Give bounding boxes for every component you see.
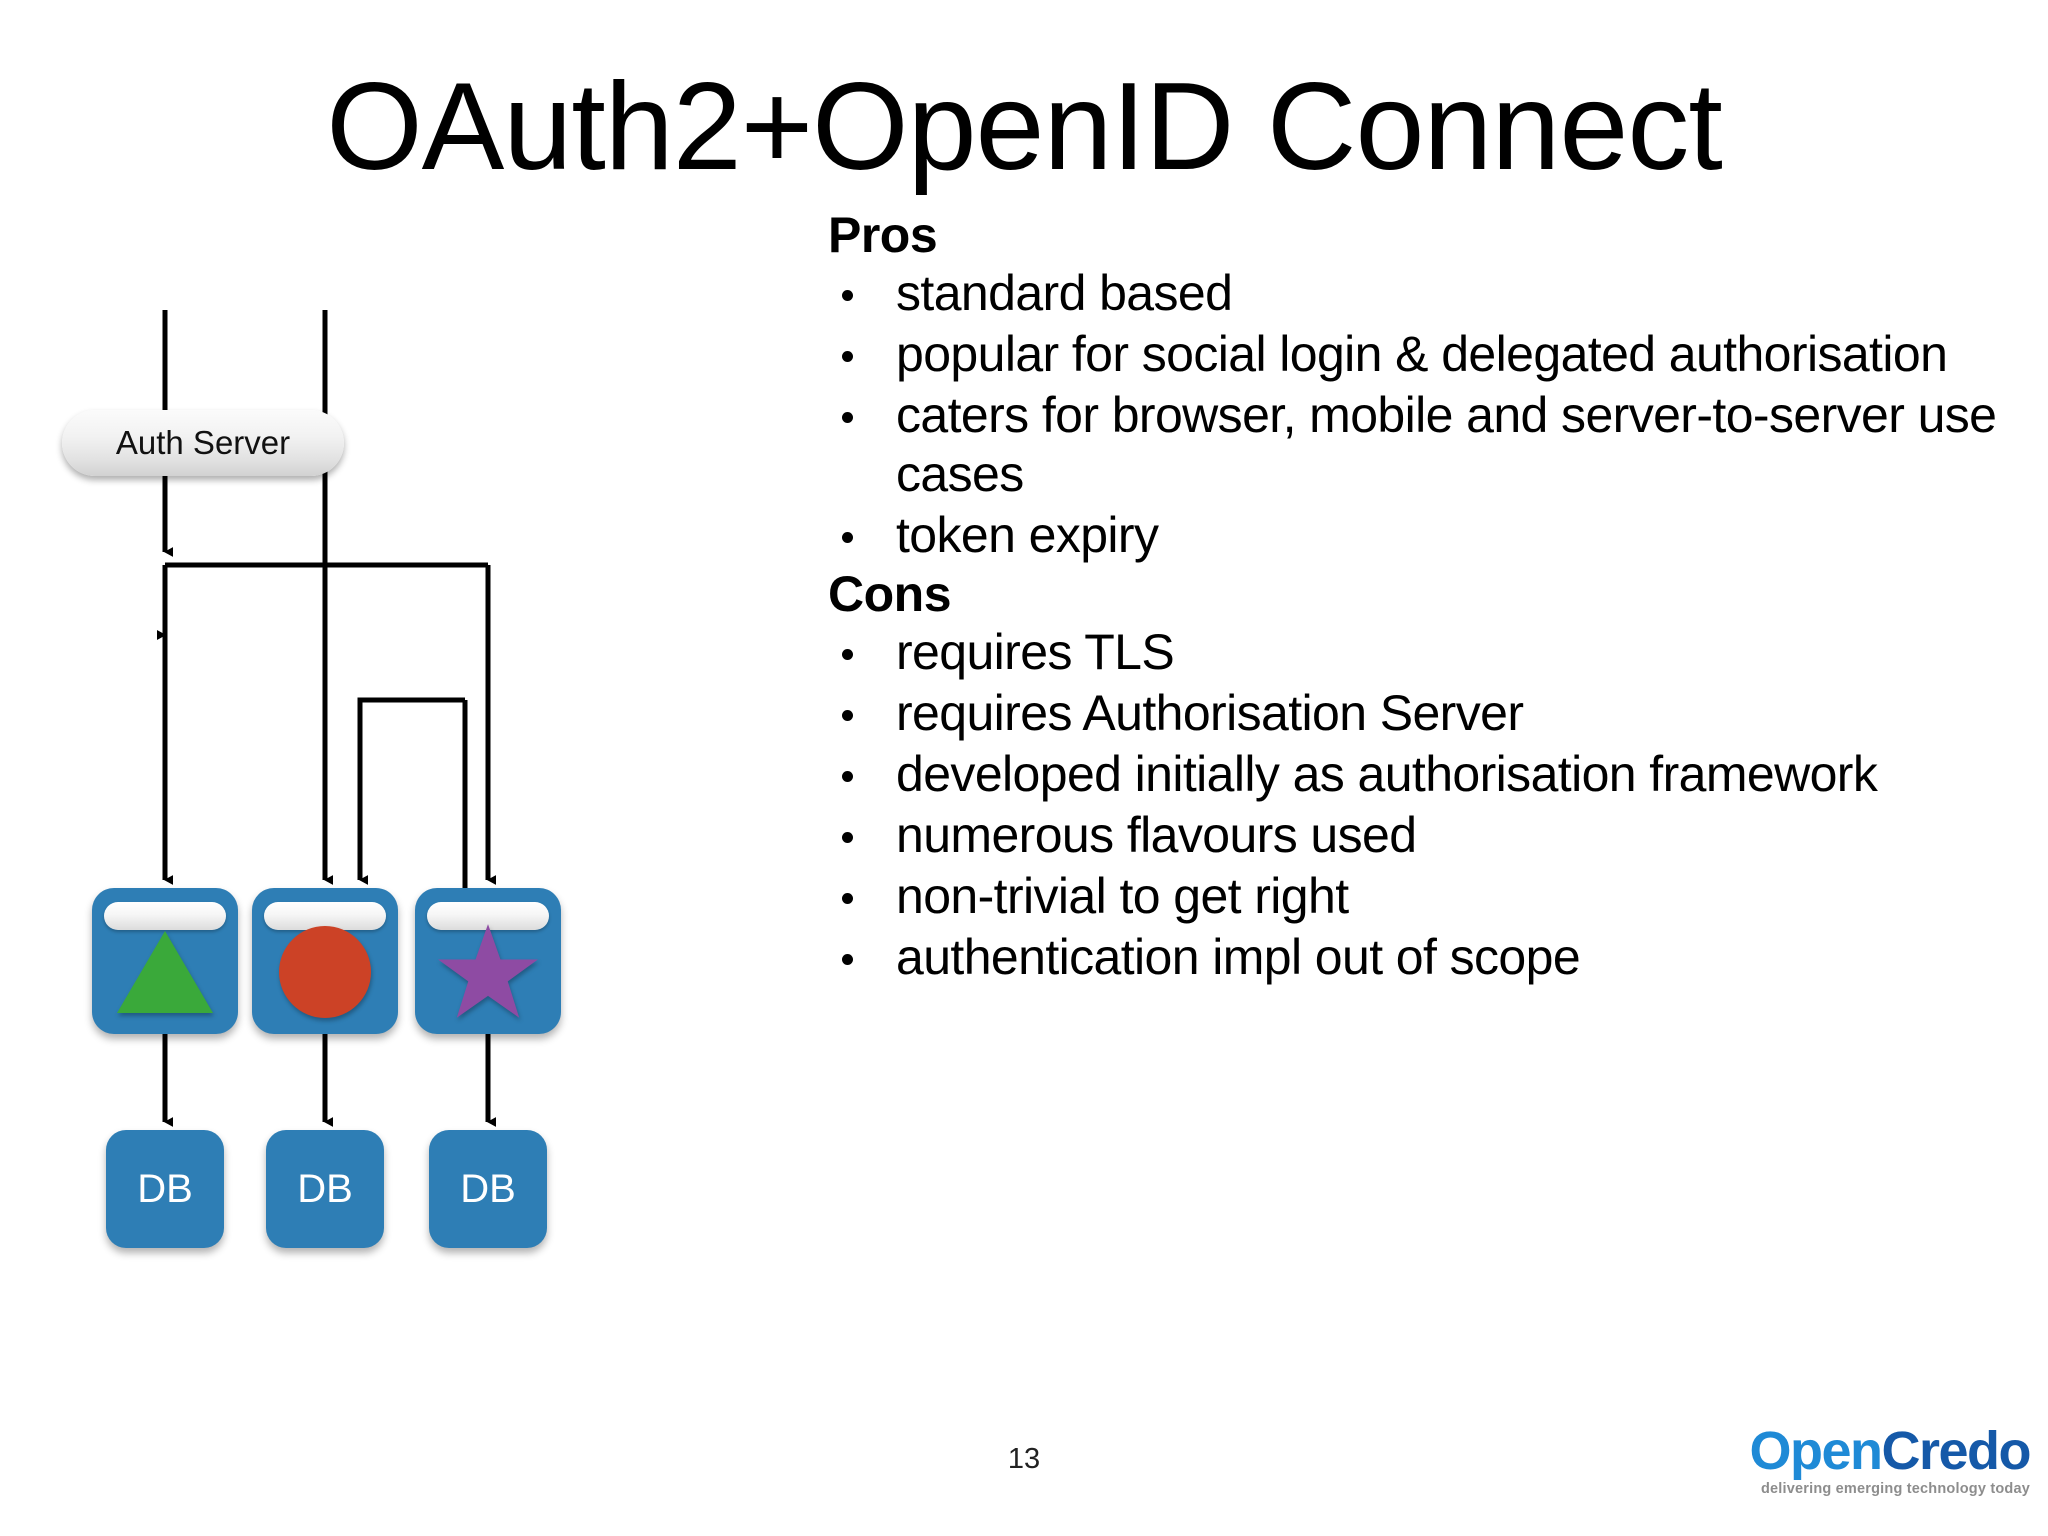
list-item-text: numerous flavours used: [896, 807, 1417, 863]
list-item: token expiry: [828, 506, 2018, 565]
bullet-icon: [842, 290, 853, 301]
page-title: OAuth2+OpenID Connect: [326, 58, 1723, 196]
logo-word-credo: Credo: [1881, 1421, 2031, 1481]
cons-heading: Cons: [828, 566, 952, 622]
star-glyph: [438, 924, 538, 1018]
list-item: requires TLS: [828, 623, 2018, 682]
list-item-text: authentication impl out of scope: [896, 929, 1581, 985]
architecture-diagram: Auth Server DB DB DB: [40, 270, 780, 1270]
logo-wordmark: OpenCredo: [1740, 1421, 2031, 1481]
list-item-text: developed initially as authorisation fra…: [896, 746, 1878, 802]
logo-word-open: Open: [1749, 1421, 1883, 1481]
diagram-connectors: [157, 310, 496, 1127]
list-item: authentication impl out of scope: [828, 928, 2018, 987]
service-node-circle: [252, 888, 398, 1034]
bullet-icon: [842, 893, 853, 904]
list-item: requires Authorisation Server: [828, 684, 2018, 743]
database-node-2: DB: [266, 1130, 384, 1248]
service-node-star: [415, 888, 561, 1034]
star-icon: [415, 916, 561, 1028]
bullet-icon: [842, 351, 853, 362]
circle-icon: [252, 916, 398, 1028]
page-number: 13: [1007, 1443, 1041, 1475]
pros-cons-content: Pros standard based popular for social l…: [828, 208, 2018, 989]
list-item: standard based: [828, 264, 2018, 323]
database-label: DB: [297, 1166, 353, 1211]
list-item: numerous flavours used: [828, 806, 2018, 865]
bullet-icon: [842, 954, 853, 965]
list-item-text: token expiry: [896, 507, 1159, 563]
list-item: caters for browser, mobile and server-to…: [828, 386, 2018, 504]
bullet-icon: [842, 532, 853, 543]
auth-server-label: Auth Server: [115, 424, 291, 461]
bullet-icon: [842, 710, 853, 721]
pros-list: standard based popular for social login …: [828, 264, 2018, 565]
logo-tagline: delivering emerging technology today: [1760, 1481, 2030, 1497]
opencredo-logo: OpenCredo delivering emerging technology…: [1740, 1421, 2031, 1497]
database-node-3: DB: [429, 1130, 547, 1248]
list-item-text: popular for social login & delegated aut…: [896, 326, 1948, 382]
list-item: popular for social login & delegated aut…: [828, 325, 2018, 384]
triangle-icon: [92, 916, 238, 1028]
window-titlebar-icon: [104, 902, 226, 930]
list-item-text: requires TLS: [896, 624, 1175, 680]
bullet-icon: [842, 832, 853, 843]
list-item: non-trivial to get right: [828, 867, 2018, 926]
service-node-triangle: [92, 888, 238, 1034]
database-label: DB: [460, 1166, 516, 1211]
list-item-text: non-trivial to get right: [896, 868, 1349, 924]
pros-heading: Pros: [828, 207, 938, 263]
bullet-icon: [842, 771, 853, 782]
list-item-text: caters for browser, mobile and server-to…: [896, 387, 1997, 502]
list-item-text: standard based: [896, 265, 1233, 321]
cons-list: requires TLS requires Authorisation Serv…: [828, 623, 2018, 987]
bullet-icon: [842, 649, 853, 660]
database-label: DB: [137, 1166, 193, 1211]
database-node-1: DB: [106, 1130, 224, 1248]
list-item-text: requires Authorisation Server: [896, 685, 1524, 741]
list-item: developed initially as authorisation fra…: [828, 745, 2018, 804]
window-titlebar-icon: [264, 902, 386, 930]
auth-server-node: Auth Server: [62, 410, 344, 476]
bullet-icon: [842, 412, 853, 423]
